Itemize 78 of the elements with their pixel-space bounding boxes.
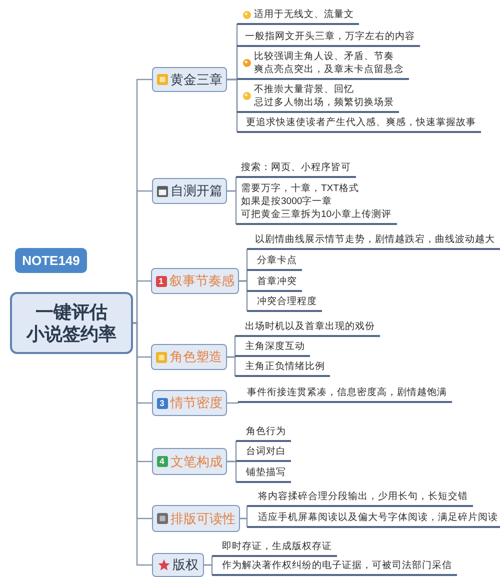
topic-text: 不推崇大量背景、回忆 [254, 83, 355, 96]
topic-text: 搜索：网页、小程序皆可 [241, 161, 351, 174]
subtopic [236, 445, 291, 462]
topic-text: 黄金三章 [170, 72, 222, 88]
subtopic [247, 275, 302, 292]
connector-line [227, 190, 237, 224]
topic-text: 冲突合理程度 [257, 295, 317, 308]
topic-box [152, 505, 240, 532]
topic-text: 忌过多人物出场，频繁切换场景 [254, 96, 394, 109]
topic-text: 角色塑造 [170, 349, 222, 365]
topic-text: 一般指网文开头三章，万字左右的内容 [245, 30, 415, 43]
topic-text: 需要万字，十章，TXT格式 [241, 182, 360, 195]
topic-text: 自测开篇 [170, 183, 222, 199]
topic-text: 版权 [172, 557, 198, 573]
topic-text: 角色行为 [246, 425, 286, 438]
subtopic [238, 386, 452, 403]
topic-text: 文笔构成 [170, 454, 222, 470]
subtopic [247, 233, 500, 250]
subtopic [236, 182, 397, 225]
topic-text: 主角深度互动 [245, 340, 305, 353]
topic-text: 更追求快速使读者产生代入感、爽感，快速掌握故事 [246, 116, 476, 129]
subtopic [212, 559, 457, 576]
connector-line [240, 518, 248, 527]
topic-text: 比较强调主角人设、矛盾、节奏 [254, 50, 395, 63]
subtopic [235, 320, 380, 337]
connector-line [227, 356, 236, 376]
topic-text: 适应手机屏幕阅读以及偏大号字体阅读，满足碎片阅读 [258, 511, 498, 524]
topic-text: 主角正负情绪比例 [245, 360, 325, 373]
topic-text: 作为解决著作权纠纷的电子证据，可被司法部门采信 [222, 559, 452, 572]
topic-text: 出场时机以及首章出现的戏份 [245, 320, 375, 333]
topic-text: 台词对白 [246, 445, 286, 458]
subtopic [237, 83, 399, 113]
subtopic [235, 360, 330, 377]
topic-text: 如果是按3000字一章 [241, 195, 334, 208]
connector-line [204, 564, 213, 575]
topic-text: 即时存证，生成版权存证 [222, 540, 332, 553]
subtopic [236, 425, 291, 442]
topic-box [152, 67, 227, 92]
subtopic [247, 490, 473, 507]
topic-text: 适用于无线文、流量文 [254, 8, 354, 21]
subtopic [236, 161, 356, 178]
subtopic [237, 116, 481, 133]
subtopic [237, 8, 359, 25]
number-badge: 1 [156, 276, 166, 286]
topic-box [152, 448, 227, 475]
topic-text: 首章冲突 [257, 275, 297, 288]
topic-box [152, 553, 204, 577]
connector-line [227, 78, 238, 132]
topic-text: 排版可读性 [170, 510, 236, 526]
topic-text: 叙事节奏感 [170, 273, 234, 289]
tag-label: NOTE149 [15, 248, 87, 273]
number-badge: 4 [156, 456, 168, 467]
topic-text: 分章卡点 [257, 254, 297, 267]
topic-text: 情节密度 [170, 395, 222, 411]
subtopic [237, 30, 420, 47]
topic-box [152, 390, 227, 416]
subtopic [236, 466, 291, 483]
central-topic: 一键评估小说签约率 [10, 292, 133, 354]
subtopic [212, 540, 337, 557]
connector-line [133, 322, 152, 566]
connector-line [227, 460, 237, 482]
subtopic [247, 295, 322, 312]
topic-text: 铺垫描写 [246, 466, 286, 479]
topic-box [151, 344, 227, 370]
topic-text: 以剧情曲线展示情节走势，剧情越跌宕，曲线波动越大 [255, 233, 495, 246]
number-badge: 3 [156, 398, 168, 408]
topic-text: 事件衔接连贯紧凑，信息密度高，剧情越饱满 [247, 386, 447, 399]
topic-text: 可把黄金三章拆为10小章上传测评 [241, 208, 392, 221]
subtopic [247, 511, 500, 528]
subtopic [247, 254, 302, 271]
connector-line [239, 280, 248, 311]
topic-box [151, 268, 239, 294]
topic-box [152, 178, 227, 204]
connector-line [227, 402, 239, 404]
subtopic [237, 50, 409, 80]
topic-text: 爽点亮点突出，及章末卡点留悬念 [254, 63, 404, 76]
topic-text: 将内容揉碎合理分段输出，少用长句，长短交错 [258, 490, 468, 503]
subtopic [235, 340, 310, 357]
